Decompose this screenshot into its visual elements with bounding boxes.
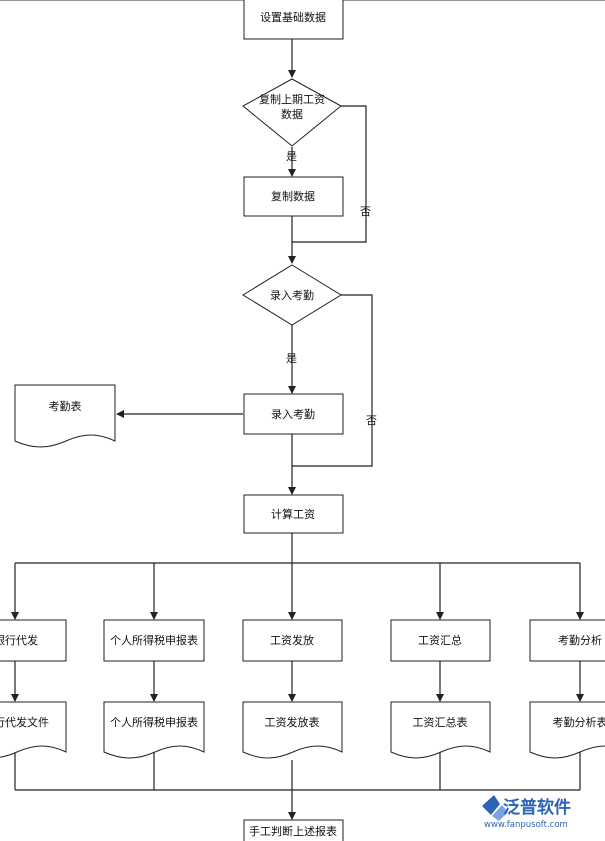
node-bank-payment-file-label: 银行代发文件 (0, 715, 49, 729)
node-bank-payment (0, 619, 67, 662)
node-bank-payment-label: 银行代发 (0, 633, 38, 647)
node-attendance-analysis-sheet-label: 考勤分析表 (553, 715, 605, 729)
edge-decision1-no (292, 105, 367, 243)
node-set-basic-data (243, 0, 344, 40)
node-attendance-entry-label: 录入考勤 (271, 408, 315, 421)
node-calc-salary (243, 494, 344, 534)
node-salary-payout-sheet (242, 701, 343, 759)
node-set-basic-data-label: 设置基础数据 (260, 10, 326, 24)
node-attendance-entry (243, 393, 344, 435)
node-bank-payment-file (0, 701, 67, 758)
node-income-tax-label: 个人所得税申报表 (110, 633, 198, 647)
node-copy-data (243, 176, 344, 217)
node-decision-copy-last-salary (242, 78, 342, 147)
logo: 泛普软件 www.fanpusoft.com (482, 795, 571, 830)
logo-name: 泛普软件 (503, 797, 571, 818)
logo-mark-icon (482, 795, 500, 815)
node-copy-data-label: 复制数据 (271, 189, 315, 203)
node-decision-attendance (242, 264, 342, 326)
node-salary-payout-sheet-label: 工资发放表 (265, 715, 320, 729)
node-decision-copy-last-salary-line2: 数据 (281, 107, 303, 121)
edge-label-no-1: 否 (360, 205, 371, 218)
node-attendance-sheet-label: 考勤表 (49, 399, 82, 413)
node-salary-payout-label: 工资发放 (270, 633, 314, 647)
node-calc-salary-label: 计算工资 (271, 507, 315, 521)
logo-url: www.fanpusoft.com (484, 820, 568, 830)
node-attendance-analysis-sheet (529, 701, 605, 759)
node-income-tax (103, 619, 205, 662)
node-salary-payout (242, 619, 343, 662)
node-salary-summary-label: 工资汇总 (418, 633, 462, 647)
edge-label-yes-1: 是 (286, 150, 297, 163)
node-salary-summary-sheet-label: 工资汇总表 (413, 715, 468, 729)
node-income-tax-report-label: 个人所得税申报表 (110, 715, 198, 729)
node-manual-judgement (243, 819, 344, 841)
node-manual-judgement-label: 手工判断上述报表 (249, 824, 337, 838)
node-decision-attendance-label: 录入考勤 (270, 289, 314, 302)
node-income-tax-report (103, 701, 205, 759)
logo-mark-accent-icon (492, 805, 508, 821)
edge-label-yes-2: 是 (286, 352, 297, 365)
node-attendance-analysis (529, 619, 605, 662)
node-decision-copy-last-salary-line1: 复制上期工资 (259, 92, 325, 106)
edge-decision2-no (292, 294, 373, 467)
node-attendance-sheet (14, 384, 116, 448)
edge-label-no-2: 否 (366, 414, 377, 427)
node-attendance-analysis-label: 考勤分析 (558, 633, 602, 647)
node-salary-summary-sheet (390, 701, 491, 759)
connectors (11, 39, 584, 820)
node-salary-summary (390, 619, 491, 662)
